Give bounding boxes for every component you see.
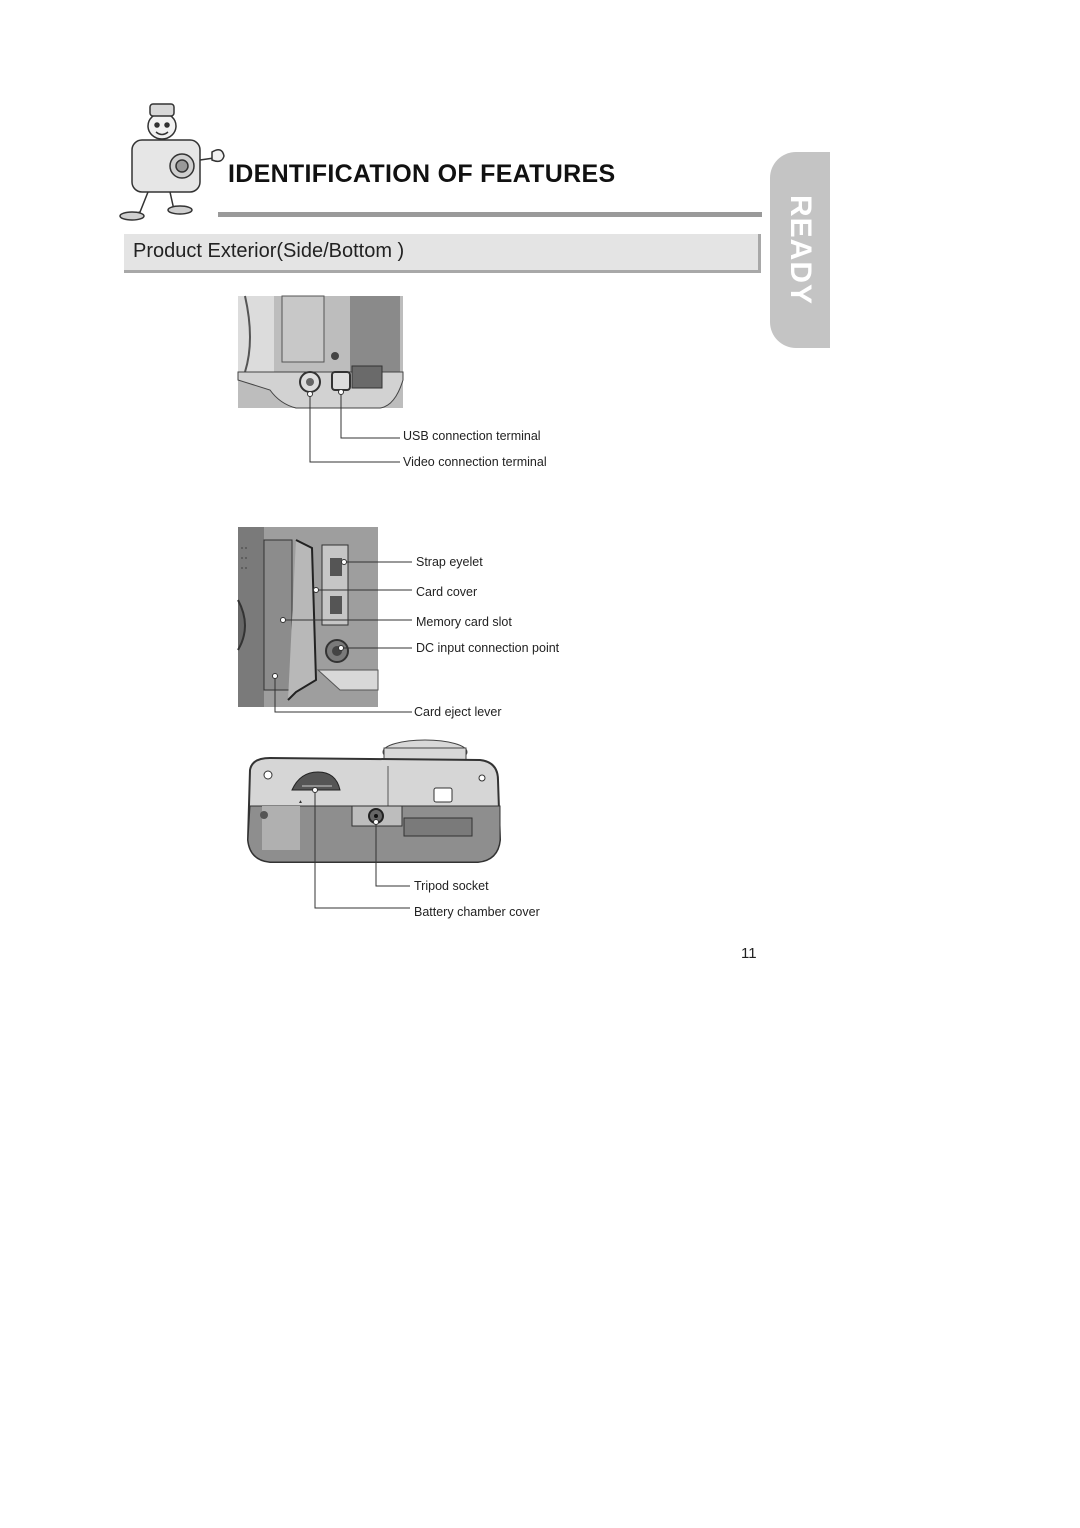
callout-strap-eyelet: Strap eyelet	[416, 555, 483, 569]
title-divider	[218, 212, 762, 217]
callout-video-connection-terminal: Video connection terminal	[403, 455, 547, 469]
callout-usb-connection-terminal: USB connection terminal	[403, 429, 541, 443]
callout-tripod-socket: Tripod socket	[414, 879, 489, 893]
section-heading-box	[124, 234, 761, 273]
svg-text:▲: ▲	[298, 799, 303, 805]
section-heading: Product Exterior(Side/Bottom )	[133, 240, 405, 262]
chapter-tab-label: READY	[784, 194, 818, 306]
callout-card-eject-lever: Card eject lever	[414, 705, 502, 719]
callout-battery-chamber-cover: Battery chamber cover	[414, 905, 540, 919]
callout-dc-input-connection-point: DC input connection point	[416, 641, 560, 655]
page-number: 11	[741, 945, 757, 962]
page-title: IDENTIFICATION OF FEATURES	[228, 160, 616, 188]
callout-memory-card-slot: Memory card slot	[416, 615, 512, 629]
callout-card-cover: Card cover	[416, 585, 478, 599]
chapter-tab	[770, 152, 830, 348]
